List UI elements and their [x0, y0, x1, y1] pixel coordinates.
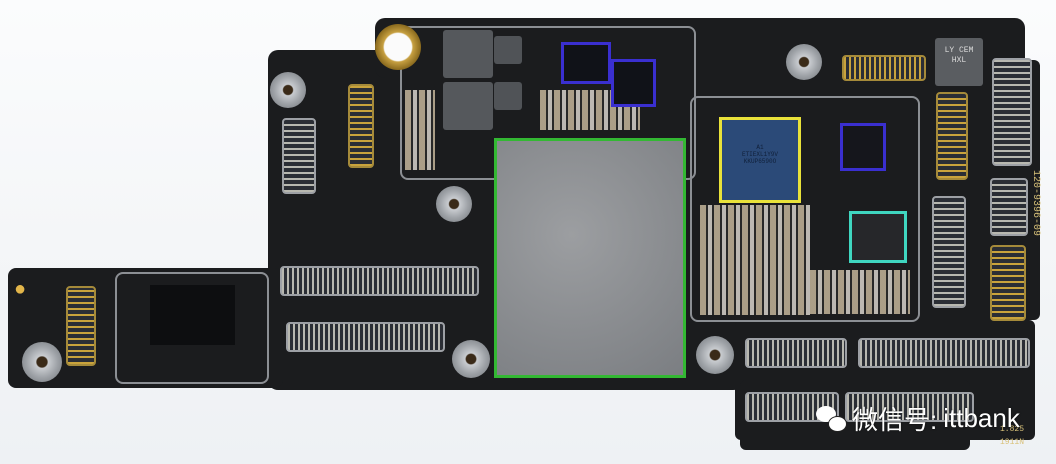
shield-can-right — [690, 96, 920, 322]
inductor — [443, 82, 493, 130]
chip-marking-line: ETIEXL1Y9V — [741, 151, 778, 158]
cyan-highlight-chip — [849, 211, 907, 263]
corner-code: 1911N — [1000, 438, 1025, 447]
board-to-board-connector — [280, 266, 479, 296]
yellow-highlight-chip: A1 ETIEXL1Y9V KKUP6590O — [719, 117, 801, 203]
flex-connector — [932, 196, 966, 308]
chip-marking-line: KKUP6590O — [743, 158, 777, 165]
corner-code: 1.825 — [1000, 425, 1025, 434]
board-to-board-connector — [858, 338, 1030, 368]
wechat-watermark: 微信号: ittbank — [816, 400, 1020, 437]
apple-logo-icon: ● — [14, 278, 27, 300]
board-to-board-connector — [845, 392, 974, 422]
blue-highlight-chip-right — [840, 123, 886, 171]
board-to-board-connector — [286, 322, 445, 352]
left-shield-chip — [150, 285, 235, 345]
screw-hole — [696, 336, 734, 374]
inductor — [494, 82, 522, 110]
shield-can-left — [115, 272, 269, 384]
blue-highlight-chip-top-left — [561, 42, 611, 84]
flex-connector — [992, 58, 1032, 166]
board-part-number: 120-9396-09 — [1030, 170, 1041, 237]
main-processor-chip-green-highlight — [494, 138, 686, 378]
flex-connector — [348, 84, 374, 168]
board-to-board-connector — [745, 338, 847, 368]
inductor — [494, 36, 522, 64]
watermark-handle: ittbank — [943, 403, 1020, 433]
screw-hole — [22, 342, 62, 382]
screw-hole — [436, 186, 472, 222]
screw-hole — [452, 340, 490, 378]
chip-marking-line: A1 — [756, 144, 764, 151]
small-ic-marked: LY CEM HXL — [935, 38, 983, 86]
gold-mounting-ring — [375, 24, 421, 70]
flex-connector — [990, 178, 1028, 236]
screw-hole — [270, 72, 306, 108]
flex-connector — [842, 55, 926, 81]
chip-marking: LY CEM HXL — [944, 46, 974, 65]
inductor — [443, 30, 493, 78]
flex-connector — [282, 118, 316, 194]
blue-highlight-chip-top-right — [611, 59, 656, 107]
passive-components-array — [700, 205, 810, 315]
screw-hole — [786, 44, 822, 80]
flex-connector — [936, 92, 968, 180]
wechat-icon — [816, 405, 847, 432]
flex-connector — [990, 245, 1026, 321]
watermark-prefix: 微信号: — [852, 405, 938, 435]
flex-connector — [66, 286, 96, 366]
passive-components-array — [810, 270, 910, 314]
passive-components-array — [405, 90, 435, 170]
